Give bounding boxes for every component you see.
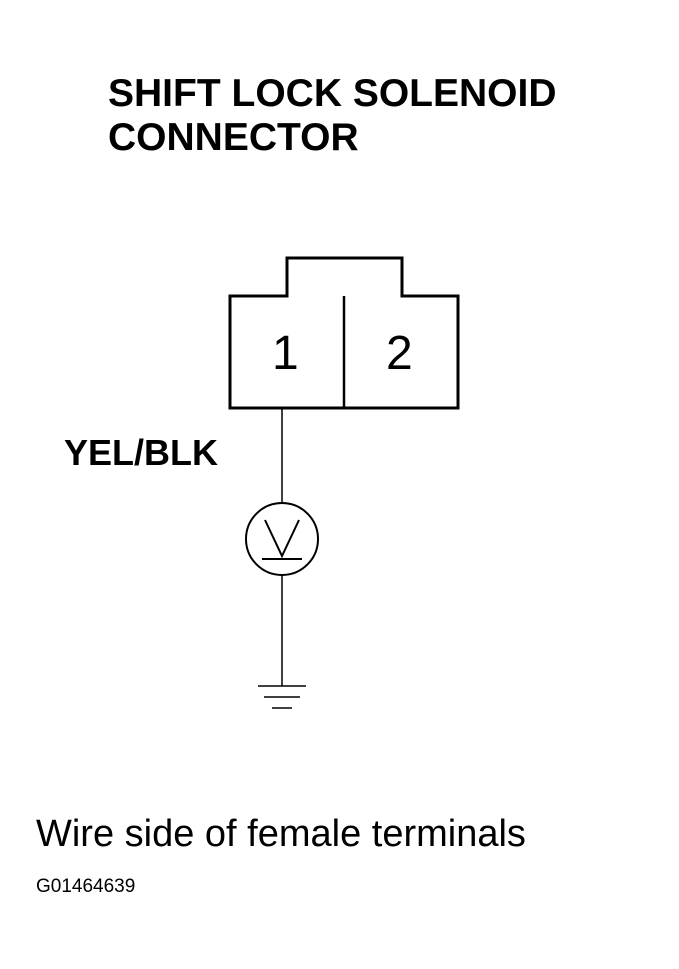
connector-housing (228, 256, 460, 410)
terminal-2-number: 2 (386, 327, 413, 380)
diagram-title: SHIFT LOCK SOLENOID CONNECTOR (108, 72, 557, 160)
caption: Wire side of female terminals (36, 813, 526, 855)
figure-id: G01464639 (36, 876, 136, 897)
diagram-title-line-2: CONNECTOR (108, 116, 359, 159)
ground-icon (258, 685, 306, 709)
diagram-title-line-1: SHIFT LOCK SOLENOID (108, 72, 557, 115)
voltmeter-icon (245, 502, 319, 576)
wire-color-label: YEL/BLK (64, 432, 219, 473)
terminal-1-number: 1 (272, 327, 299, 380)
